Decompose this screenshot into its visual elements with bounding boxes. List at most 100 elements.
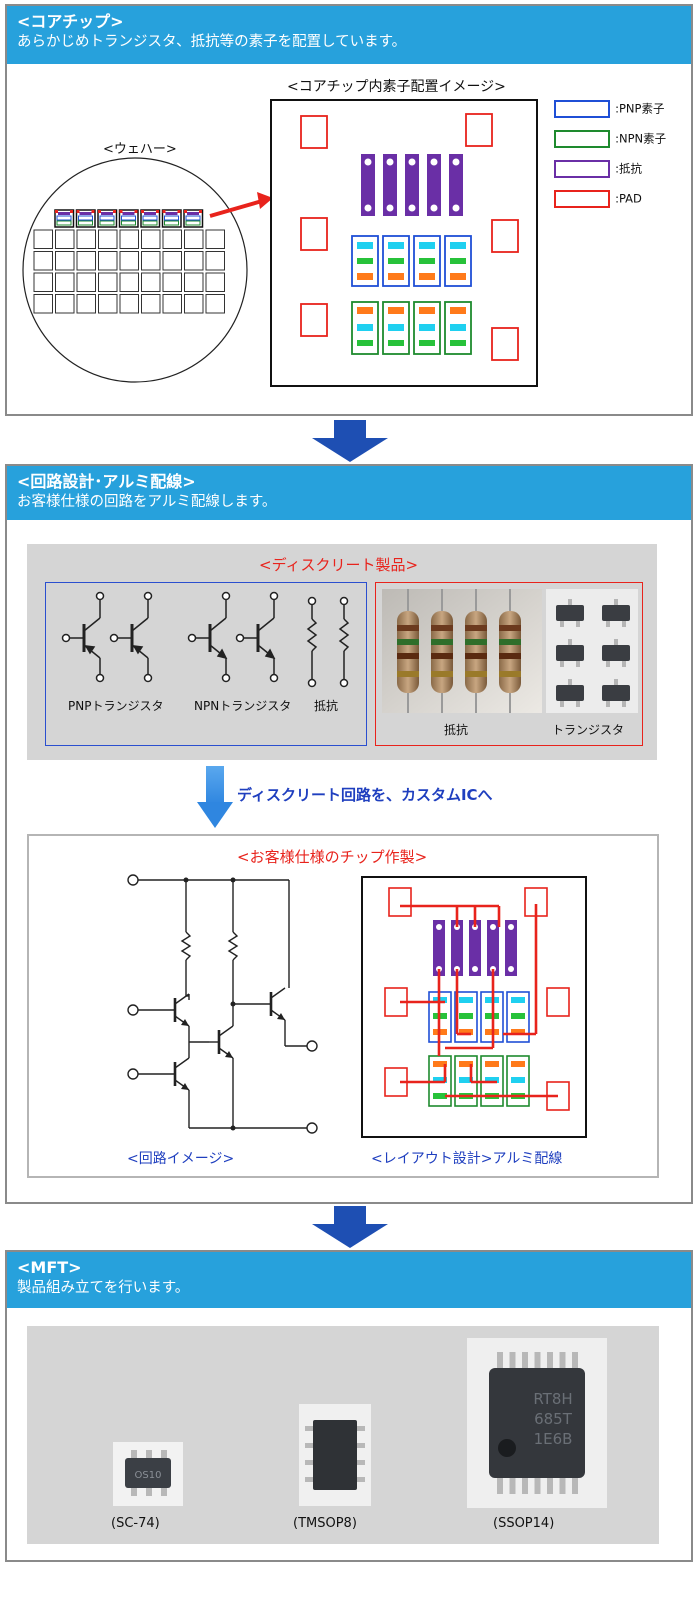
package-lead (547, 1352, 553, 1368)
terminal (307, 678, 317, 688)
terminal (306, 1040, 318, 1052)
color-band (431, 639, 453, 645)
discrete-symbols-box: PNPトランジスタ NPNトランジスタ 抵抗 (45, 582, 367, 746)
collector (357, 307, 373, 314)
arrow (132, 645, 144, 655)
arrow (216, 648, 228, 660)
package-body (125, 1458, 171, 1488)
color-band (397, 625, 419, 631)
circuit-design-header: <回路設計･アルミ配線> お客様仕様の回路をアルミ配線します。 (7, 466, 691, 520)
package-lead (146, 1450, 152, 1458)
chip-pnp (185, 215, 201, 221)
chip-pnp (164, 215, 179, 221)
package-lead (305, 1460, 313, 1465)
color-band (397, 653, 419, 659)
emitter (511, 997, 525, 1003)
chip-npn (99, 220, 115, 226)
collector (357, 273, 373, 280)
chip-pnp (56, 215, 72, 221)
wafer-die (119, 251, 139, 271)
collector (419, 273, 435, 280)
chip-pad (156, 210, 159, 213)
terminal (127, 874, 139, 886)
collector (388, 273, 404, 280)
package-lead (357, 1477, 365, 1482)
resistor-body (431, 611, 453, 693)
resistor (433, 920, 445, 976)
discrete-photo-box: 抵抗 トランジスタ (375, 582, 643, 746)
emitter (459, 997, 473, 1003)
legend-item-resistor: :抵抗 (554, 158, 642, 178)
photo-resistor-label: 抵抗 (444, 723, 469, 737)
collector (511, 1061, 525, 1067)
package-lead (357, 1460, 365, 1465)
chip-pad (199, 210, 202, 213)
package-lead (131, 1488, 137, 1496)
chip-pnp (121, 215, 136, 221)
wafer-die (162, 272, 182, 292)
sot-lead (606, 621, 610, 627)
wafer-die (141, 272, 161, 292)
sot-body (556, 645, 584, 661)
section-title: <コアチップ> (17, 12, 124, 31)
arrow (225, 1051, 233, 1058)
wafer-die (76, 251, 96, 271)
sot-lead (614, 599, 618, 605)
chip-pad (141, 210, 144, 213)
resistor-contact (452, 158, 460, 166)
wafer-die (76, 294, 96, 314)
sot-lead (614, 639, 618, 645)
package-lead (534, 1352, 541, 1368)
junction (230, 1001, 236, 1007)
circuit-image (127, 874, 318, 1134)
wafer-die (33, 229, 53, 249)
package-label-sc74: (SC-74) (111, 1516, 160, 1531)
terminal (95, 673, 105, 683)
circuit-design-panel: <回路設計･アルミ配線> お客様仕様の回路をアルミ配線します。 <ディスクリート… (5, 464, 693, 1204)
resistor-contact (408, 158, 416, 166)
base (357, 340, 373, 346)
legend-item-pad: :PAD (554, 188, 642, 208)
pad (300, 115, 328, 149)
section-subtitle: お客様仕様の回路をアルミ配線します。 (17, 494, 277, 510)
package-lead (534, 1478, 541, 1494)
zigzag (306, 618, 318, 652)
pad (546, 987, 570, 1017)
chip-pad (91, 210, 95, 213)
terminal (143, 673, 153, 683)
sot-lead (622, 621, 626, 627)
resistor-contact (364, 158, 372, 166)
chip-resistor (101, 212, 113, 215)
collector (174, 1057, 190, 1069)
resistor-contact (436, 924, 442, 930)
photo-transistor-label: トランジスタ (552, 723, 625, 737)
chip-resistor (165, 212, 178, 215)
pad (465, 113, 493, 147)
resistor-contact (490, 924, 496, 930)
wafer-die (33, 272, 53, 292)
wafer-die (184, 272, 204, 292)
package-lead (547, 1478, 553, 1494)
resistor (227, 931, 239, 961)
resistor-contact (452, 204, 460, 212)
emitter (485, 1077, 499, 1083)
wafer-die (205, 251, 225, 271)
resistor-photo (382, 589, 542, 713)
resistor (451, 920, 463, 976)
base (459, 1013, 473, 1019)
package-body (313, 1420, 357, 1490)
arrow (264, 648, 276, 660)
pnp-label: PNPトランジスタ (68, 699, 164, 713)
sot-lead (622, 661, 626, 667)
emitter (433, 1077, 447, 1083)
package-marking: 1E6B (534, 1430, 573, 1448)
package-lead (559, 1478, 566, 1494)
chip-resistor (79, 212, 92, 215)
flow-text: ディスクリート回路を、カスタムICへ (237, 786, 493, 804)
wafer-die (141, 294, 161, 314)
core-chip-layout (270, 99, 538, 387)
package-marking: RT8H (533, 1390, 572, 1408)
resistor (383, 154, 397, 216)
pad (300, 303, 328, 337)
collector (459, 1029, 473, 1035)
